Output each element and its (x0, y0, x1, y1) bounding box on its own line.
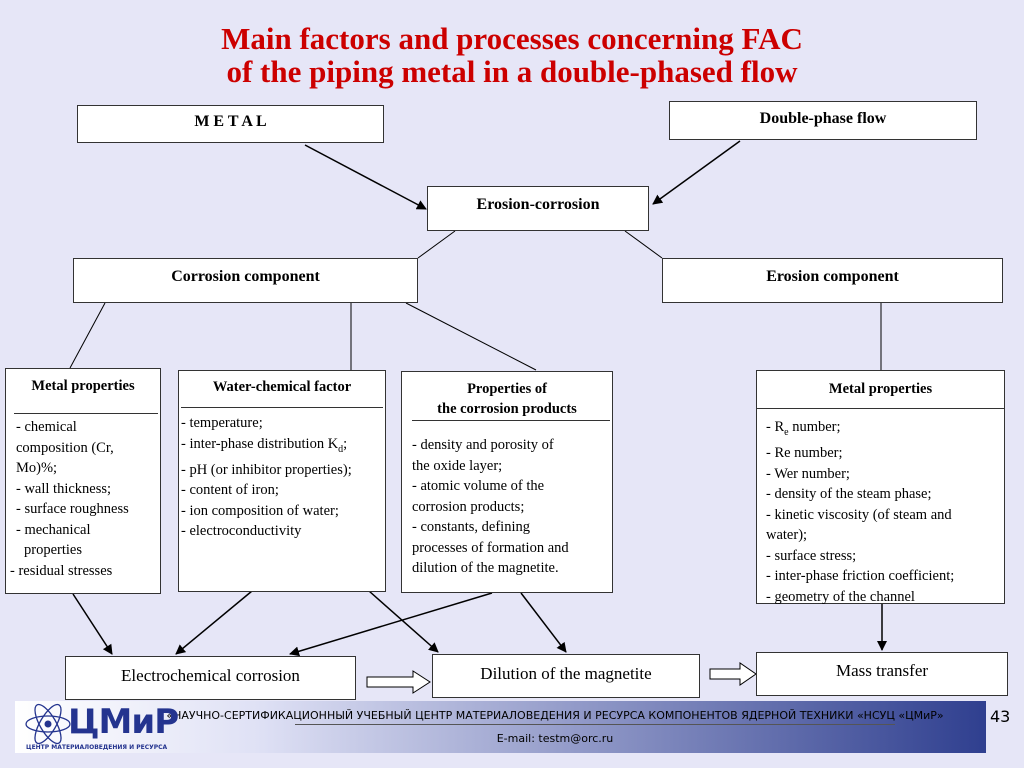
list-item: processes of formation and (412, 539, 569, 556)
block-arrow-electro-to-dilution (366, 670, 431, 694)
list-item: the oxide layer; (412, 457, 503, 474)
list-item: - constants, defining (412, 519, 530, 535)
logo-text: ЦМиР (68, 702, 179, 742)
corrosion-products-header-line-1: Properties of (467, 381, 547, 397)
block-arrow-dilution-to-mass (709, 662, 757, 686)
metal-label: M E T A L (194, 113, 267, 130)
arrow-products-to-electro (289, 592, 493, 657)
list-item: - density and porosity of (412, 437, 554, 453)
water-chemical-factor-header: Water-chemical factor (212, 379, 352, 395)
arrow-water-to-dilution (368, 590, 439, 653)
cmir-logo: ЦМиР ЦЕНТР МАТЕРИАЛОВЕДЕНИЯ И РЕСУРСА (20, 702, 179, 754)
footer-email: E-mail: testm@orc.ru (496, 732, 614, 745)
line-ec-to-erosion (624, 230, 663, 259)
metal-properties-left-list: - chemical composition (Cr, Mo)%; - wall… (6, 414, 160, 581)
corrosion-products-list: - density and porosity of the oxide laye… (402, 421, 612, 579)
list-item: - ion composition of water; (181, 502, 339, 519)
list-item: - Re number; (766, 445, 843, 462)
erosion-corrosion-label: Erosion-corrosion (476, 196, 600, 213)
list-item-re: - Re number; (766, 417, 1004, 443)
metal-properties-right-list: - Re number; - Re number; - Wer number; … (757, 409, 1004, 607)
water-chemical-factor-box: Water-chemical factor - temperature; - i… (178, 370, 386, 592)
electrochemical-corrosion-label: Electrochemical corrosion (121, 666, 300, 685)
arrow-metal-to-erosion-corrosion (304, 144, 427, 210)
list-item: - kinetic viscosity (of steam and (766, 506, 952, 523)
list-item: - surface roughness (16, 501, 129, 517)
list-item: - wall thickness; (16, 480, 112, 497)
corrosion-component-box: Corrosion component (73, 258, 418, 303)
re-prefix: - R (766, 419, 785, 435)
metal-properties-right-header: Metal properties (828, 381, 933, 397)
slide-title: Main factors and processes concerning FA… (0, 22, 1024, 88)
arrow-products-to-dilution (520, 592, 567, 653)
metal-properties-left-box: Metal properties - chemical composition … (5, 368, 161, 594)
electrochemical-corrosion-box: Electrochemical corrosion (65, 656, 356, 700)
re-suffix: number; (788, 419, 841, 435)
metal-properties-right-box: Metal properties - Re number; - Re numbe… (756, 370, 1005, 607)
footer-bar: «НАУЧНО-СЕРТИФИКАЦИОННЫЙ УЧЕБНЫЙ ЦЕНТР М… (15, 701, 986, 753)
title-line-2: of the piping metal in a double-phased f… (226, 54, 798, 89)
mass-transfer-label: Mass transfer (835, 661, 929, 680)
water-chemical-factor-list: - temperature; - inter-phase distributio… (179, 408, 385, 542)
mass-transfer-box: Mass transfer (756, 652, 1008, 696)
list-item: - geometry of the channel (766, 588, 915, 605)
dilution-of-magnetite-label: Dilution of the magnetite (480, 664, 652, 683)
list-item: - temperature; (181, 415, 263, 431)
atom-icon (25, 703, 71, 745)
list-item: - Wer number; (766, 465, 850, 482)
line-corr-to-products (405, 302, 537, 371)
list-item: - pH (or inhibitor properties); (181, 461, 352, 478)
list-item: properties (24, 542, 82, 558)
footer-divider (295, 724, 895, 725)
page-number: 43 (990, 707, 1011, 726)
list-item-kd: - inter-phase distribution Kd; (181, 434, 385, 460)
double-phase-flow-box: Double-phase flow (669, 101, 977, 140)
kd-text: - inter-phase distribution K (181, 435, 339, 452)
list-item: - surface stress; (766, 547, 857, 564)
erosion-component-box: Erosion component (662, 258, 1003, 303)
kd-subscript: d (338, 443, 344, 455)
list-item: - electroconductivity (181, 523, 302, 540)
list-item: - inter-phase friction coefficient; (766, 568, 955, 585)
arrow-flow-to-erosion-corrosion (652, 140, 741, 205)
list-item: - residual stresses (10, 562, 113, 579)
erosion-corrosion-box: Erosion-corrosion (427, 186, 649, 231)
list-item: Mo)%; (16, 460, 58, 476)
list-item: - atomic volume of the (412, 478, 545, 494)
dilution-of-magnetite-box: Dilution of the magnetite (432, 654, 700, 698)
line-ec-to-corrosion (417, 230, 456, 259)
corrosion-component-label: Corrosion component (171, 268, 320, 285)
list-item: - chemical (16, 419, 77, 435)
re-subscript: e (784, 426, 789, 438)
line-corr-to-metal-props (69, 302, 106, 369)
corrosion-products-header-line-2: the corrosion products (437, 401, 577, 417)
arrow-water-to-electro (175, 590, 253, 655)
double-phase-flow-label: Double-phase flow (759, 110, 887, 127)
metal-properties-left-header: Metal properties (31, 378, 135, 394)
erosion-component-label: Erosion component (766, 268, 899, 285)
list-item: - mechanical (16, 521, 91, 538)
arrow-metalprops-to-electro (72, 593, 113, 655)
list-item: corrosion products; (412, 498, 525, 515)
list-item: - content of iron; (181, 482, 279, 499)
list-item: water); (766, 527, 808, 544)
list-item: - density of the steam phase; (766, 486, 932, 503)
list-item: dilution of the magnetite. (412, 560, 559, 576)
logo-subtitle: ЦЕНТР МАТЕРИАЛОВЕДЕНИЯ И РЕСУРСА (26, 744, 168, 751)
kd-suffix: ; (343, 435, 348, 452)
title-line-1: Main factors and processes concerning FA… (221, 21, 803, 56)
footer-organization: «НАУЧНО-СЕРТИФИКАЦИОННЫЙ УЧЕБНЫЙ ЦЕНТР М… (166, 709, 944, 722)
metal-box: M E T A L (77, 105, 384, 143)
list-item: composition (Cr, (16, 439, 114, 456)
corrosion-products-box: Properties of the corrosion products - d… (401, 371, 613, 593)
corrosion-products-header: Properties of the corrosion products (402, 372, 612, 419)
